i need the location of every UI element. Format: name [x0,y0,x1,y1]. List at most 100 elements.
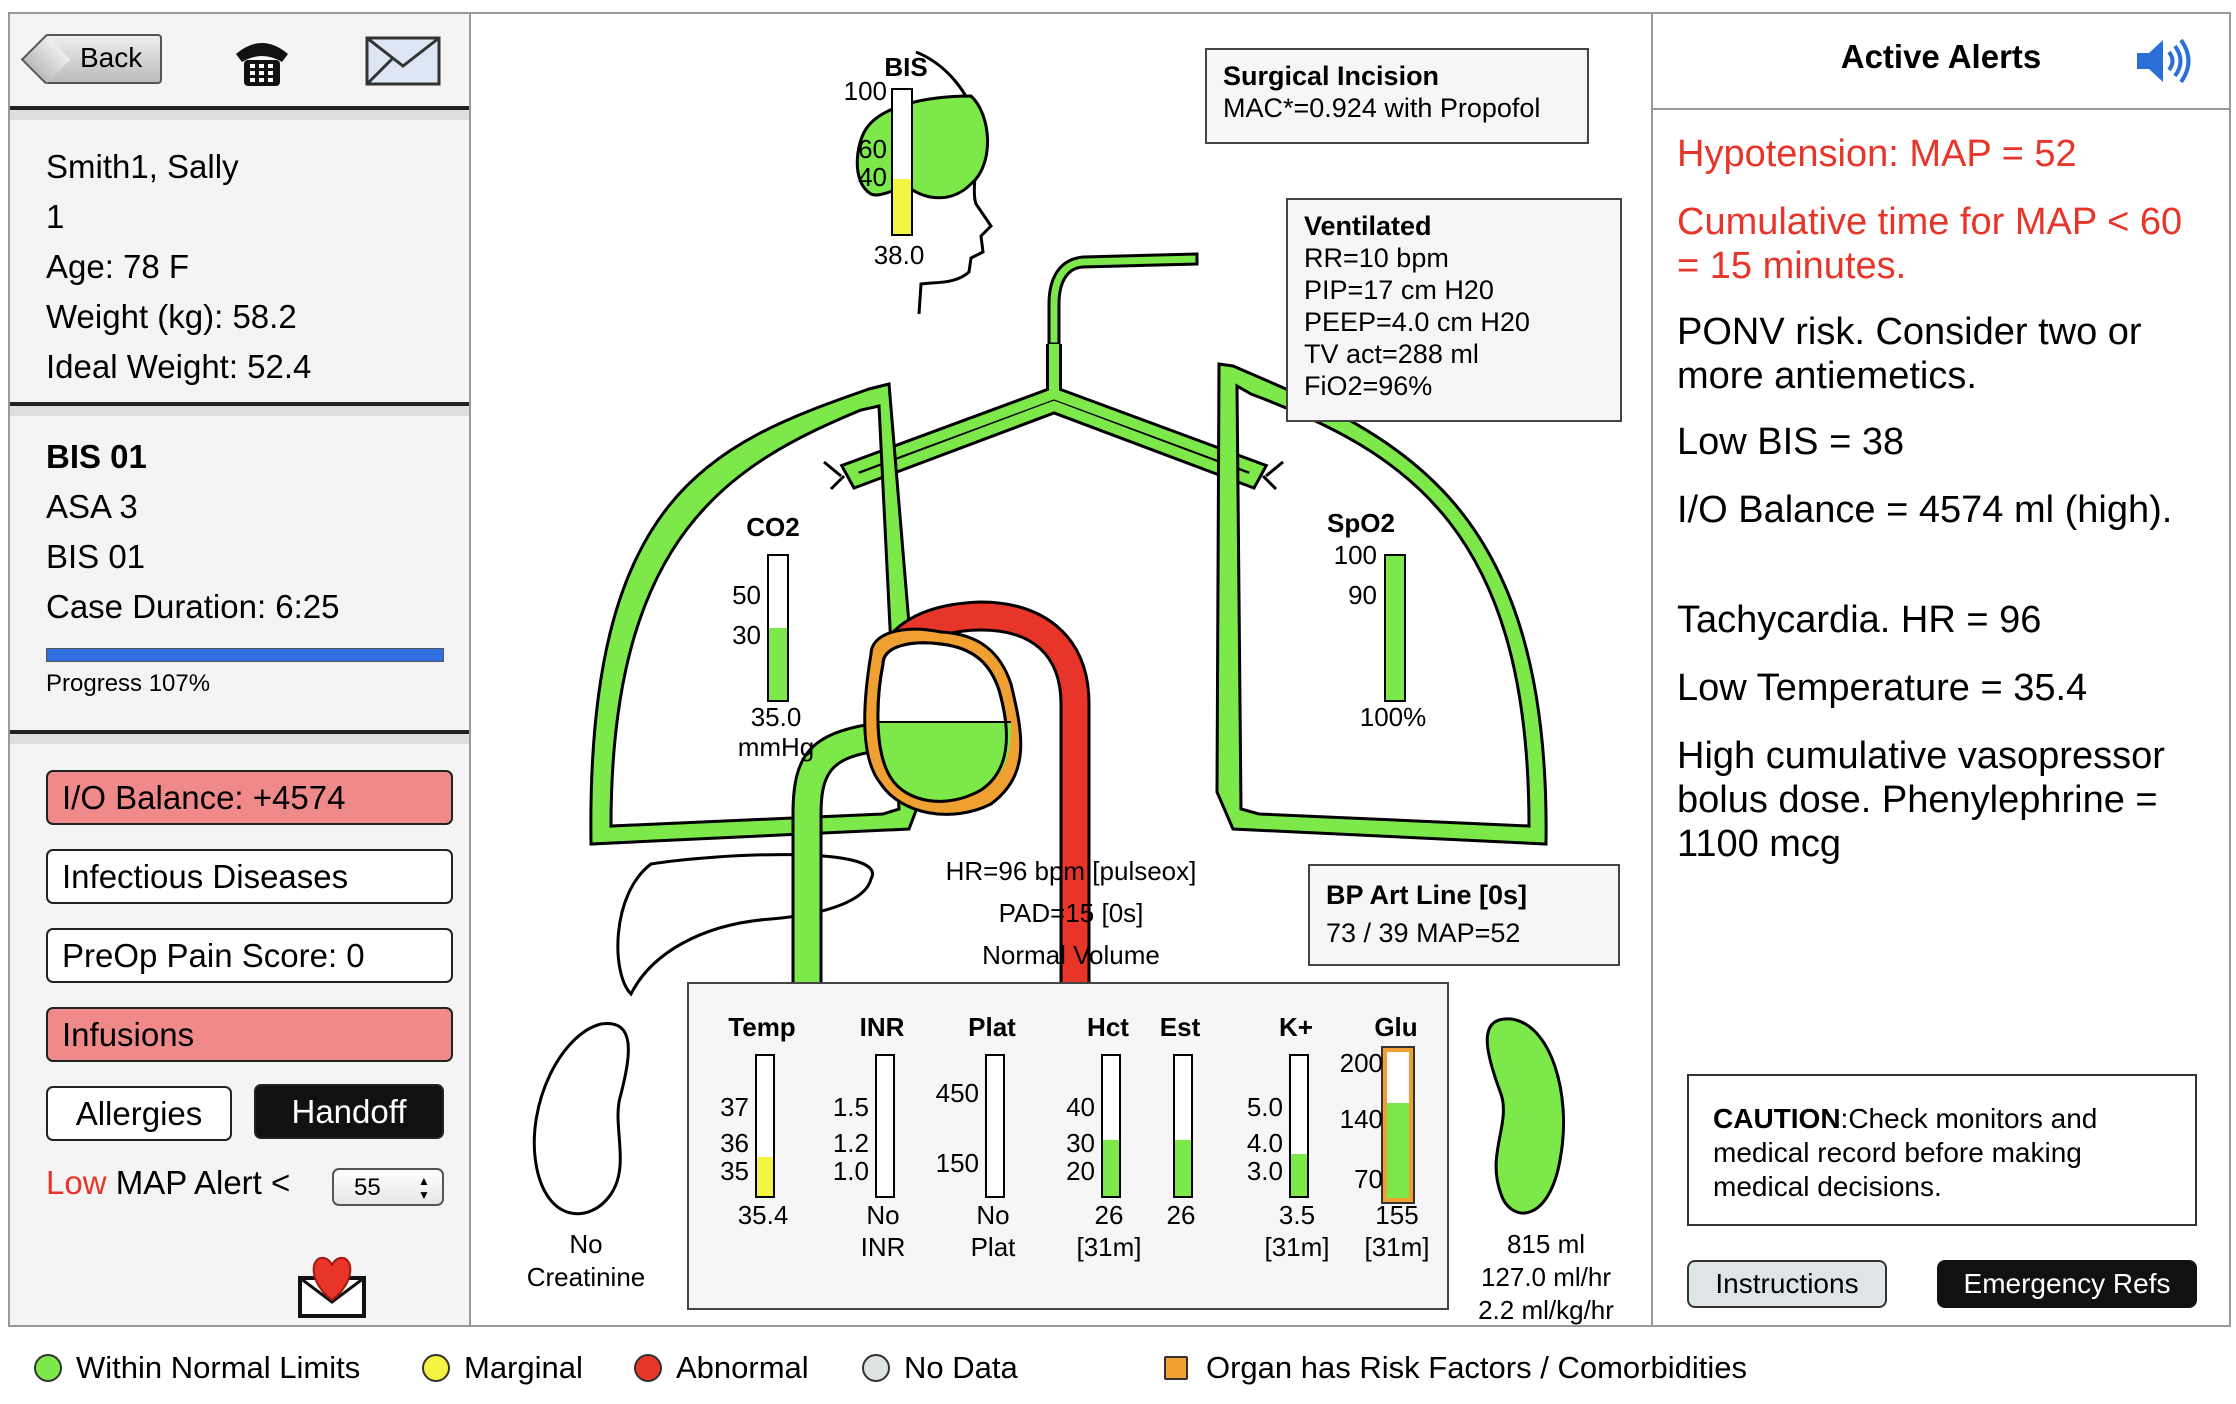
lab-1-tick-2: 1.0 [832,1156,869,1186]
alert-item: PONV risk. Consider two or more antiemet… [1677,311,2142,397]
spo2-tick-90: 90 [1348,580,1377,610]
lab-1-value: No [866,1200,900,1230]
alerts-title: Active Alerts [1840,38,2042,75]
urine-label: 815 ml 127.0 ml/hr 2.2 ml/kg/hr [1451,1228,1641,1327]
spo2-gauge [1384,554,1406,702]
emergency-refs-button[interactable]: Emergency Refs [1937,1260,2197,1308]
map-alert-low: Low [46,1164,107,1201]
lab-0-tick-0: 37 [720,1092,749,1122]
lab-2-tick-0: 450 [935,1078,979,1108]
lab-1-title: INR [859,1012,905,1042]
allergies-button[interactable]: Allergies [46,1086,232,1141]
body-svg [532,50,1565,1216]
caution-text: :Check monitors and medical record befor… [1713,1103,2098,1202]
heart-info: HR=96 bpm [pulseox] PAD=15 [0s] Normal V… [921,850,1221,976]
back-button[interactable]: Back [44,34,162,84]
co2-tick-50: 50 [732,580,761,610]
map-alert-text: MAP Alert < [115,1164,291,1201]
co2-title: CO2 [746,512,800,542]
lab-0-tick-1: 36 [720,1128,749,1158]
co2-tick-30: 30 [732,620,761,650]
io-balance-button[interactable]: I/O Balance: +4574 [46,770,453,825]
lab-6-value: 155 [1375,1200,1419,1230]
vent-tv: TV act=288 ml [1304,339,1479,369]
handoff-button[interactable]: Handoff [254,1084,444,1139]
surgical-detail: MAC*=0.924 with Propofol [1223,93,1541,123]
alert-item: Low BIS = 38 [1677,421,1905,463]
legend-swatch-4 [1164,1356,1188,1380]
lab-4-gauge [1173,1054,1193,1198]
bis-tick-40: 40 [858,162,887,192]
lab-4-fill [1175,1140,1191,1196]
preop-pain-button[interactable]: PreOp Pain Score: 0 [46,928,453,983]
lab-0-title: Temp [728,1012,796,1042]
lab-2-gauge [985,1054,1005,1198]
alert-item: I/O Balance = 4574 ml (high). [1677,489,2173,531]
legend-label-1: Marginal [464,1350,583,1385]
lab-3-fill [1103,1140,1119,1196]
progress-bar [46,648,444,662]
lab-0-gauge [755,1054,775,1198]
lab-5-gauge [1289,1054,1309,1198]
map-alert-select[interactable]: 55 ▲▼ [332,1168,444,1206]
bis-title: BIS [884,52,928,82]
lab-2-value: No [976,1200,1010,1230]
alert-item: Low Temperature = 35.4 [1677,667,2088,709]
lab-3-gauge [1101,1054,1121,1198]
select-arrows-icon: ▲▼ [418,1174,430,1202]
lab-5-tick-2: 3.0 [1246,1156,1283,1186]
lab-6-tick-1: 140 [1339,1104,1383,1134]
left-kidney [532,1022,630,1216]
left-lung [589,382,925,846]
speaker-icon[interactable] [2133,36,2193,86]
alert-item: Cumulative time for MAP < 60 = 15 minute… [1677,201,2183,287]
case-bis: BIS 01 [46,538,146,575]
lab-3-tick-1: 30 [1066,1128,1095,1158]
right-lung [1215,362,1548,846]
map-alert-label: Low MAP Alert < [46,1164,290,1202]
patient-id: 1 [46,198,65,235]
lab-1-gauge [875,1054,895,1198]
creatinine-line-1: No [569,1229,603,1259]
lab-6-fill [1387,1103,1409,1198]
spo2-tick-100: 100 [1333,540,1377,570]
vent-rr: RR=10 bpm [1304,243,1449,273]
creatinine-label: No Creatinine [501,1228,671,1294]
heart-mail-icon[interactable] [296,1248,368,1320]
lab-3-tick-2: 20 [1066,1156,1095,1186]
lab-3-value: 26 [1094,1200,1124,1230]
urine-volume: 815 ml [1506,1229,1586,1259]
lab-5-tick-0: 5.0 [1246,1092,1283,1122]
case-asa: ASA 3 [46,488,138,525]
infusions-button[interactable]: Infusions [46,1007,453,1062]
mail-icon[interactable] [365,36,441,86]
lab-6-tick-2: 70 [1354,1164,1383,1194]
physiology-diagram: BIS 100 60 40 38.0 CO2 50 30 35.0 mmHg S… [471,12,1651,1327]
alerts-header: Active Alerts [1653,14,2229,110]
right-kidney [1485,1017,1565,1215]
alert-item: High cumulative vasopressor bolus dose. … [1677,735,2165,865]
lab-2-title: Plat [968,1012,1016,1042]
lab-5-value: 3.5 [1278,1200,1316,1230]
phone-icon[interactable] [230,32,294,90]
instructions-button[interactable]: Instructions [1687,1260,1887,1308]
surgical-incision-box: Surgical Incision MAC*=0.924 with Propof… [1205,48,1589,144]
lab-6-gauge [1381,1046,1415,1204]
legend-label-3: No Data [904,1350,1018,1385]
legend-label-2: Abnormal [676,1350,809,1385]
lab-4-title: Est [1159,1012,1201,1042]
lab-0-fill [757,1156,773,1196]
co2-gauge [767,554,789,702]
surgical-title: Surgical Incision [1223,61,1440,91]
lab-0-tick-2: 35 [720,1156,749,1186]
lab-3-tick-0: 40 [1066,1092,1095,1122]
creatinine-line-2: Creatinine [526,1262,646,1292]
spo2-title: SpO2 [1327,508,1395,538]
vent-pip: PIP=17 cm H20 [1304,275,1494,305]
urine-rate-kg: 2.2 ml/kg/hr [1478,1295,1614,1325]
infectious-diseases-button[interactable]: Infectious Diseases [46,849,453,904]
ventilated-box: Ventilated RR=10 bpm PIP=17 cm H20 PEEP=… [1286,198,1622,422]
patient-panel: Back Smith1, Sally 1 Age: 78 F Weight (k… [8,12,471,1327]
co2-unit: mmHg [737,732,815,762]
